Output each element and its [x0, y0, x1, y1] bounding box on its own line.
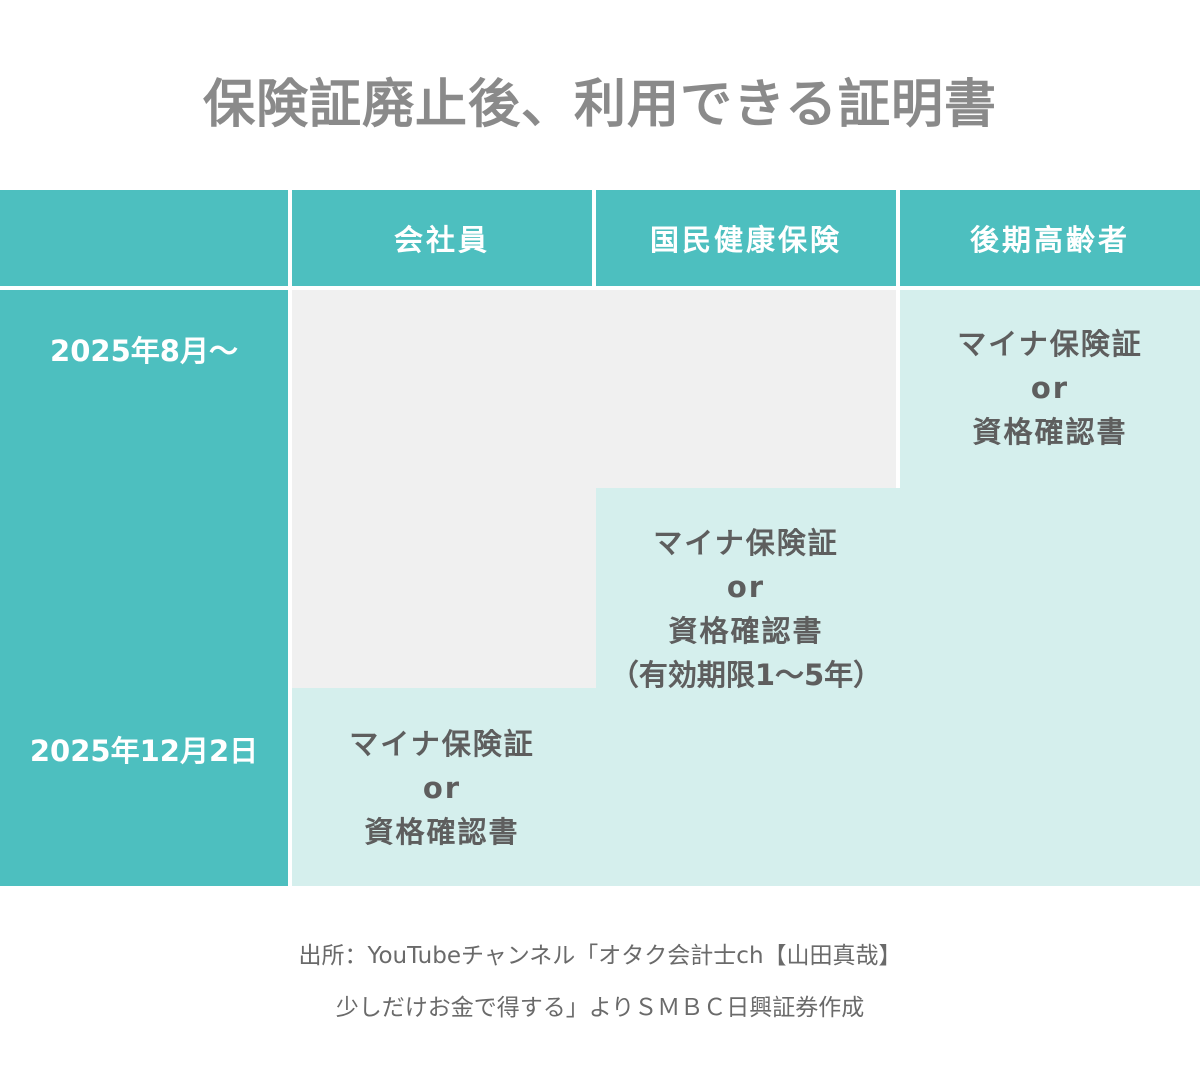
column-header-national-health: 国民健康保険 — [596, 190, 896, 286]
national-area — [596, 488, 896, 886]
divider — [896, 290, 900, 488]
grey-area-employee — [292, 488, 596, 688]
cell-line: 資格確認書 — [972, 415, 1128, 449]
cell-line: or — [726, 570, 766, 604]
senior-cell: マイナ保険証 or 資格確認書 — [900, 322, 1200, 454]
cell-line: 資格確認書 — [364, 815, 520, 849]
source-note: 出所：YouTubeチャンネル「オタク会計士ch【山田真哉】 少しだけお金で得す… — [0, 930, 1200, 1034]
senior-area — [896, 290, 1200, 886]
page-title: 保険証廃止後、利用できる証明書 — [203, 75, 997, 135]
row-label-aug-2025: 2025年8月〜 — [50, 334, 238, 368]
source-line: 少しだけお金で得する」よりＳＭＢＣ日興証券作成 — [335, 995, 865, 1021]
cell-line: or — [422, 771, 462, 805]
source-line: 出所：YouTubeチャンネル「オタク会計士ch【山田真哉】 — [298, 943, 902, 969]
national-cell: マイナ保険証 or 資格確認書 （有効期限1〜5年） — [596, 521, 896, 697]
employee-area — [292, 688, 596, 886]
grey-area-top — [292, 290, 896, 488]
header-corner — [0, 190, 288, 286]
cell-line: マイナ保険証 — [957, 327, 1143, 361]
cell-line: 資格確認書 — [668, 614, 824, 648]
row-header-column — [0, 290, 288, 886]
cell-line: マイナ保険証 — [653, 526, 839, 560]
row-label-dec-2025: 2025年12月2日 — [29, 734, 259, 768]
cell-line: マイナ保険証 — [349, 727, 535, 761]
cell-line: or — [1030, 371, 1070, 405]
employee-cell: マイナ保険証 or 資格確認書 — [292, 722, 592, 854]
cell-line: （有効期限1〜5年） — [609, 658, 883, 692]
column-header-senior: 後期高齢者 — [900, 190, 1200, 286]
column-header-employee: 会社員 — [292, 190, 592, 286]
